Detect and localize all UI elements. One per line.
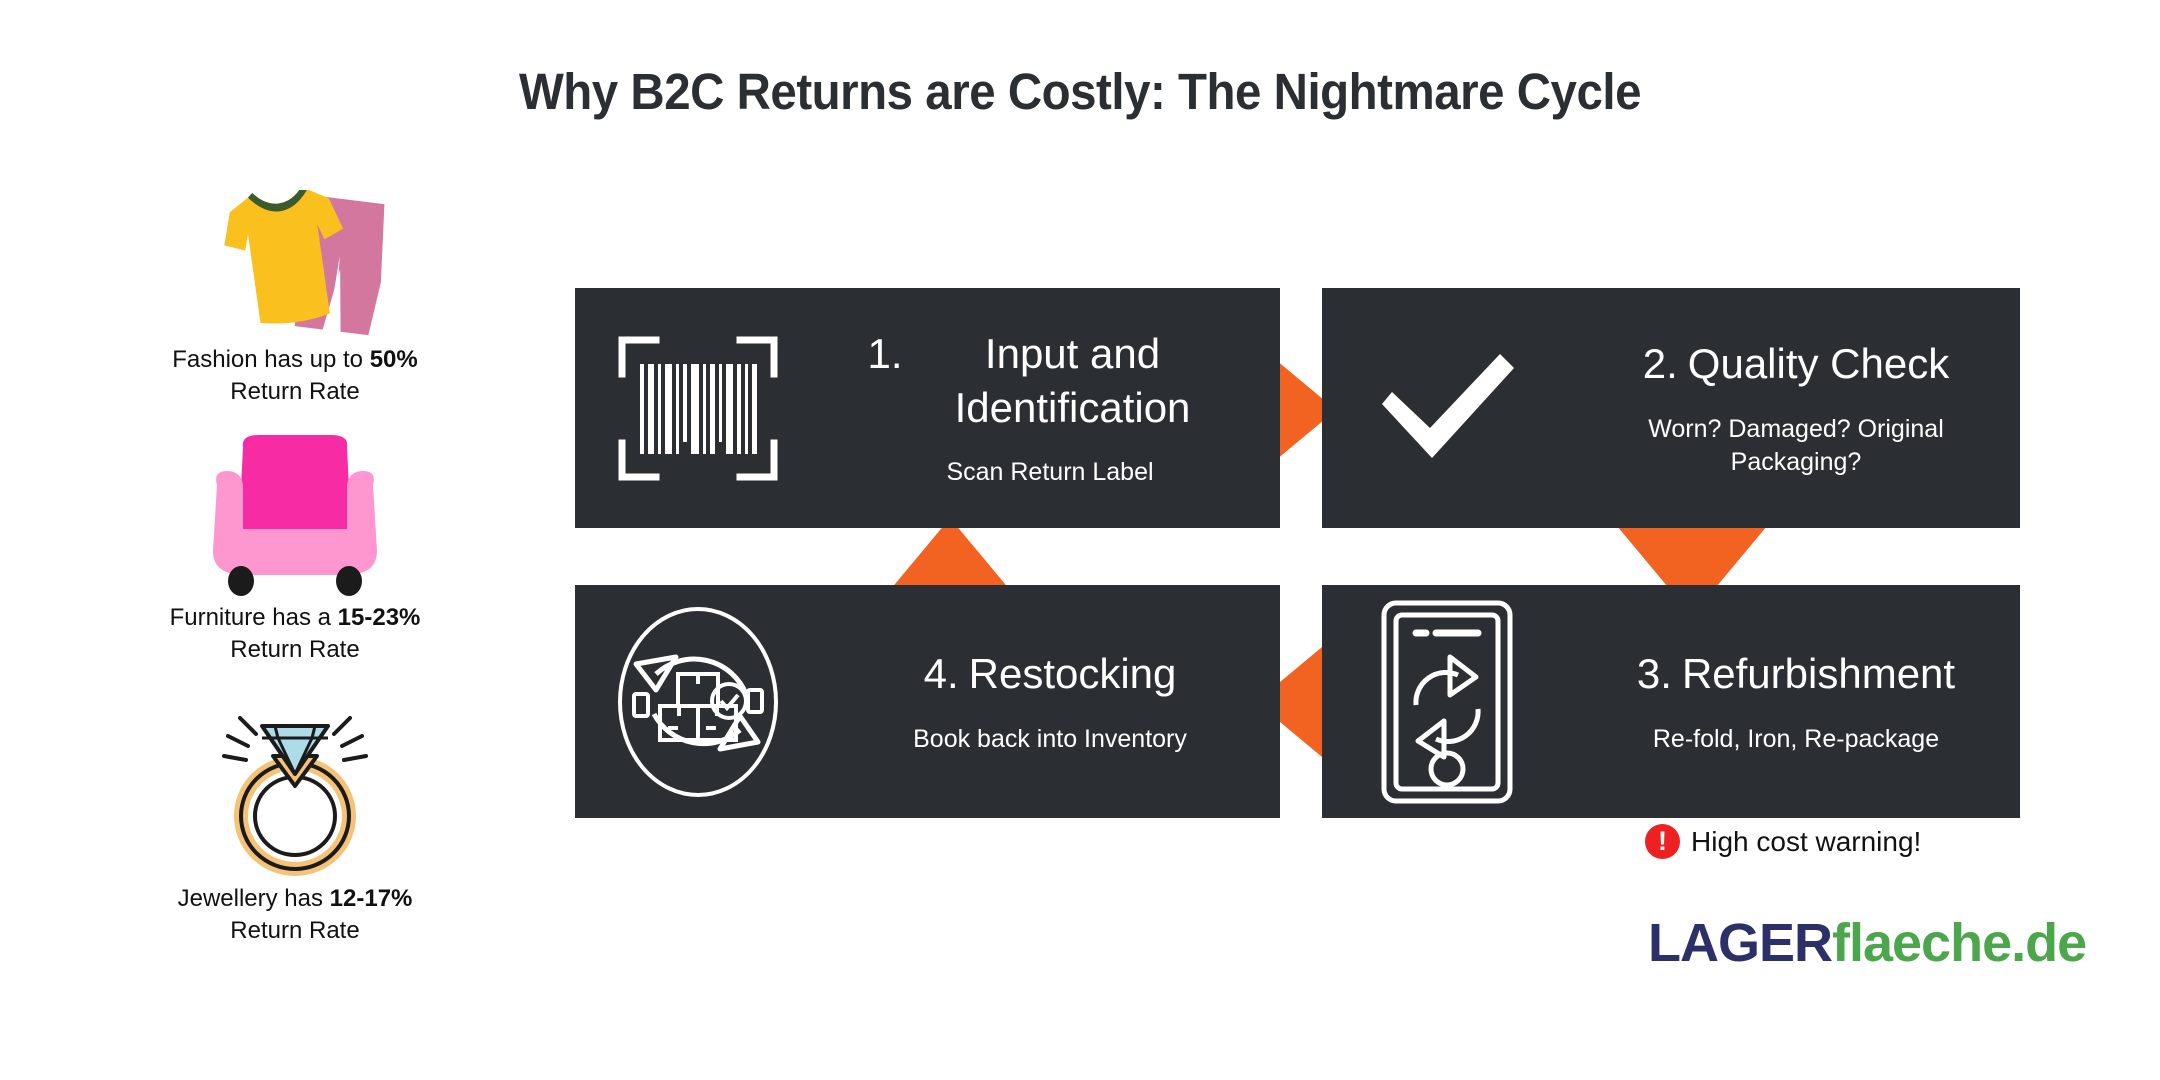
step-card-3-number: 3. — [1636, 650, 1672, 698]
step-card-2-subtitle: Worn? Damaged? Original Packaging? — [1648, 414, 1944, 476]
step-card-3-heading: Refurbishment — [1681, 650, 1956, 698]
tshirt-and-pants-icon — [180, 190, 410, 340]
step-card-2-quality-check[interactable]: 2. Quality Check Worn? Damaged? Original… — [1322, 288, 2020, 528]
step-card-3-text: 3. Refurbishment Re-fold, Iron, Re-packa… — [1572, 647, 2020, 756]
stat-furniture-value: 15-23% — [337, 604, 421, 631]
armchair-icon — [205, 433, 385, 598]
warning-exclamation-icon: ! — [1645, 824, 1680, 859]
step-card-2-heading-row: 2. Quality Check — [1643, 337, 1949, 391]
step-card-2-text: 2. Quality Check Worn? Damaged? Original… — [1572, 337, 2020, 479]
high-cost-warning: ! High cost warning! — [1645, 824, 1921, 859]
stat-fashion-text-before: Fashion has up to — [172, 346, 370, 373]
step-card-2-heading: Quality Check — [1687, 340, 1950, 388]
phone-refresh-icon — [1322, 597, 1572, 807]
return-rate-stats-column: Fashion has up to 50% Return Rate Furnit… — [60, 190, 530, 954]
step-card-4-heading-row: 4. Restocking — [924, 647, 1177, 701]
stat-jewellery-line2: Return Rate — [230, 916, 360, 944]
stat-fashion-line2: Return Rate — [230, 377, 360, 405]
step-card-4-subtitle: Book back into Inventory — [913, 724, 1187, 753]
step-card-4-text: 4. Restocking Book back into Inventory — [820, 647, 1280, 756]
stat-furniture: Furniture has a 15-23% Return Rate — [60, 433, 530, 688]
step-card-2-number: 2. — [1642, 340, 1678, 388]
step-card-1-heading: Input and Identification — [954, 329, 1191, 431]
logo-part-lager: LAGER — [1648, 913, 1833, 973]
step-card-3-refurbishment[interactable]: 3. Refurbishment Re-fold, Iron, Re-packa… — [1322, 585, 2020, 818]
stat-furniture-line2: Return Rate — [230, 635, 360, 663]
step-card-3-subtitle: Re-fold, Iron, Re-package — [1652, 724, 1940, 753]
stat-jewellery-caption: Jewellery has 12-17% Return Rate — [178, 883, 413, 946]
step-card-4-number: 4. — [923, 650, 959, 698]
stat-fashion-value: 50% — [369, 346, 418, 373]
stat-jewellery: Jewellery has 12-17% Return Rate — [60, 694, 530, 954]
stat-fashion: Fashion has up to 50% Return Rate — [60, 190, 530, 415]
warning-label: High cost warning! — [1691, 825, 1922, 857]
lagerflaeche-logo[interactable]: LAGERflaeche.de — [1648, 912, 2087, 974]
barcode-scan-icon — [575, 336, 820, 481]
step-card-1-heading-row: 1. Input and Identification — [867, 327, 1232, 435]
step-card-4-heading: Restocking — [968, 650, 1177, 698]
stat-furniture-caption: Furniture has a 15-23% Return Rate — [170, 602, 421, 665]
step-card-1-number: 1. — [867, 329, 903, 377]
page-title: Why B2C Returns are Costly: The Nightmar… — [518, 63, 1641, 120]
stat-jewellery-text-before: Jewellery has — [177, 885, 330, 912]
step-card-1-subtitle: Scan Return Label — [946, 458, 1154, 487]
stat-furniture-text-before: Furniture has a — [169, 604, 338, 631]
step-card-3-heading-row: 3. Refurbishment — [1637, 647, 1955, 701]
step-card-1-input-and-identification[interactable]: 1. Input and Identification Scan Return … — [575, 288, 1280, 528]
logo-part-flaeche-de: flaeche.de — [1832, 913, 2087, 973]
step-card-4-restocking[interactable]: 4. Restocking Book back into Inventory — [575, 585, 1280, 818]
diamond-ring-icon — [210, 694, 380, 879]
stat-fashion-caption: Fashion has up to 50% Return Rate — [172, 344, 418, 407]
checkmark-icon — [1322, 346, 1572, 471]
step-card-1-text: 1. Input and Identification Scan Return … — [820, 327, 1280, 490]
restock-cycle-icon — [575, 602, 820, 802]
stat-jewellery-value: 12-17% — [329, 885, 413, 912]
